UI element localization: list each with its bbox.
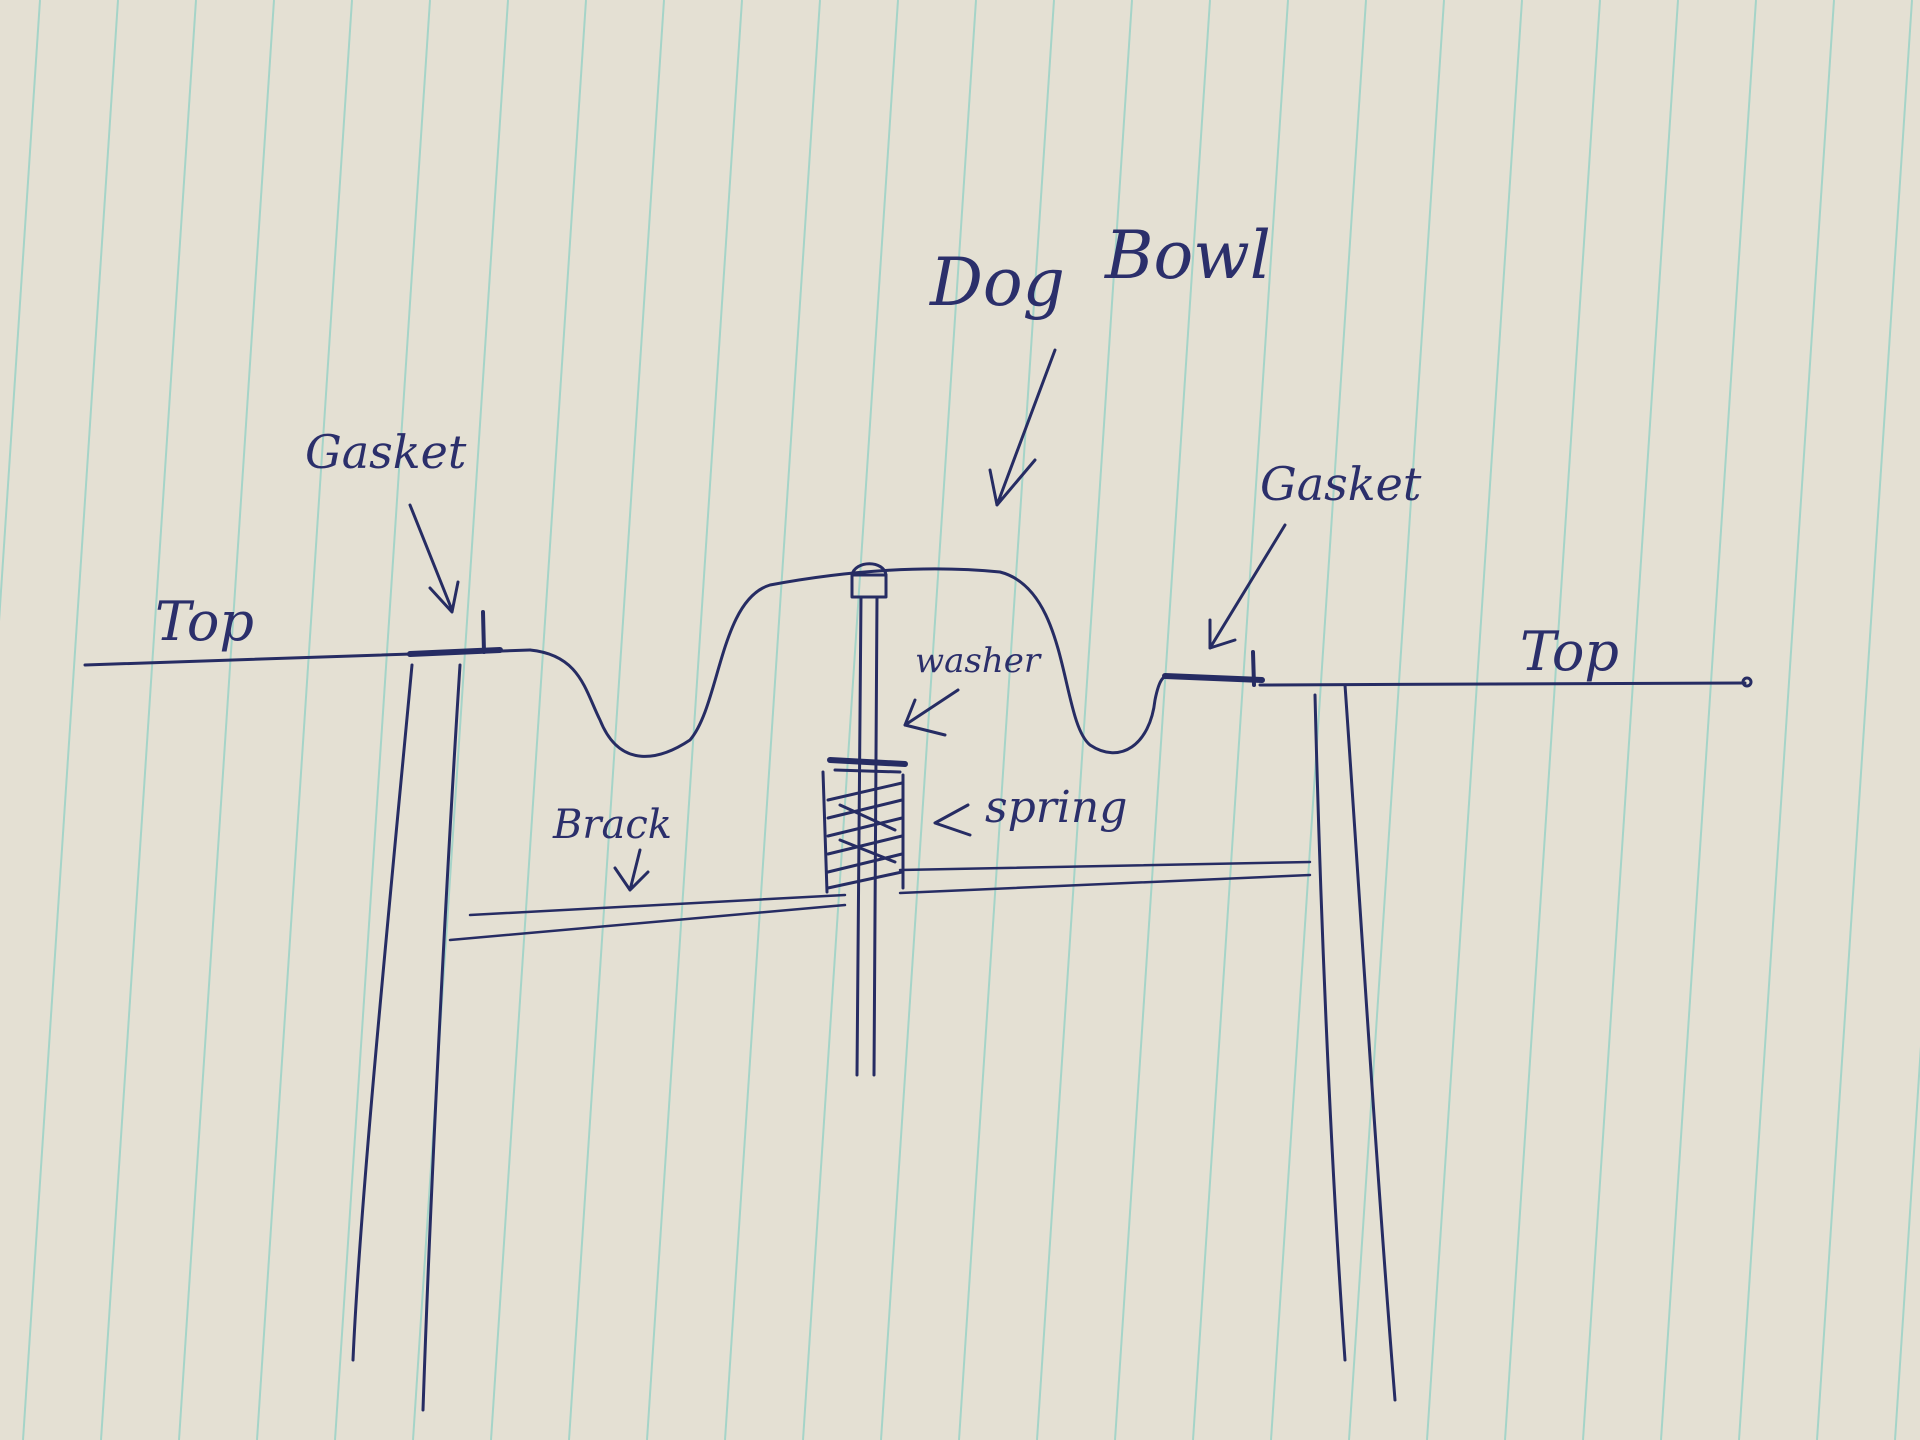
gasket-left-mark [407, 647, 503, 657]
washer-plate [827, 757, 908, 767]
rule-line [880, 0, 977, 1440]
label-gasket-left: Gasket [305, 425, 467, 479]
label-spring: spring [985, 782, 1127, 833]
rule-line [100, 0, 197, 1440]
bolt-shaft [855, 595, 879, 1077]
label-washer: washer [915, 641, 1042, 681]
rule-line [412, 0, 509, 1440]
leg-left-inner [421, 663, 462, 1412]
rule-line [22, 0, 119, 1440]
arrow-gasket-right [1208, 523, 1287, 650]
label-dog: Dog [929, 244, 1065, 321]
rule-line [178, 0, 275, 1440]
gasket-left-tick [481, 610, 486, 654]
label-gasket-right: Gasket [1260, 457, 1422, 511]
leg-left-outer [351, 663, 414, 1362]
arrow-bracket [613, 848, 650, 892]
leg-right-inner [1313, 693, 1347, 1362]
tabletop-right-line [1258, 681, 1747, 687]
rule-line [1114, 0, 1211, 1440]
rule-line [958, 0, 1055, 1440]
rule-line [334, 0, 431, 1440]
rule-line [1894, 1045, 1920, 1440]
rule-line [256, 0, 353, 1440]
bracket-left-arm [448, 893, 847, 942]
arrow-washer [903, 688, 960, 737]
rule-line [1504, 0, 1601, 1440]
rule-line [1816, 0, 1913, 1440]
arrow-spring [933, 803, 972, 837]
rule-line [1582, 0, 1679, 1440]
rule-line [0, 0, 41, 622]
rule-line [1348, 0, 1445, 1440]
leg-right-outer [1343, 683, 1397, 1402]
rule-line [1426, 0, 1523, 1440]
rule-line [802, 0, 899, 1440]
label-bracket: Brack [552, 802, 672, 848]
arrow-dog-bowl [988, 348, 1057, 507]
arrow-gasket-left [408, 503, 460, 614]
rule-line [490, 0, 587, 1440]
tabletop-right-end-dot [1741, 676, 1753, 688]
rule-line [1036, 0, 1133, 1440]
rule-line [568, 0, 665, 1440]
label-top-right: Top [1520, 620, 1619, 683]
washer-edge [833, 768, 902, 774]
bracket-right-arm [898, 860, 1312, 895]
rule-line [1660, 0, 1757, 1440]
dog-bowl-profile [528, 567, 1172, 758]
bolt-cap [850, 562, 888, 577]
gasket-right-tick [1251, 650, 1256, 687]
rule-line [1192, 0, 1289, 1440]
rule-line [1270, 0, 1367, 1440]
rule-line [646, 0, 743, 1440]
rule-line [724, 0, 821, 1440]
rule-line [1738, 0, 1835, 1440]
bolt-head [850, 573, 888, 599]
gasket-right-mark [1162, 673, 1265, 683]
label-bowl: Bowl [1104, 217, 1271, 294]
label-top-left: Top [155, 590, 254, 653]
